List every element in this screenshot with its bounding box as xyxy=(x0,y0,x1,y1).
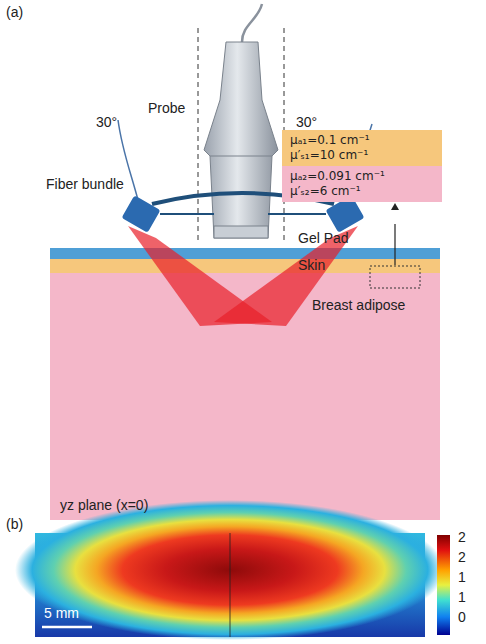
leader-arrow xyxy=(394,224,395,265)
part-label: Fiber bundle xyxy=(46,176,124,192)
colorbar-tick: 1 xyxy=(458,569,466,585)
node-text: Breast adipose xyxy=(312,297,405,313)
guide-line xyxy=(198,28,199,244)
probe xyxy=(204,42,278,238)
colorbar-tick: 0 xyxy=(458,609,466,625)
angle-label: 30° xyxy=(296,114,317,130)
fluence-map xyxy=(15,500,445,640)
scale-label: 5 mm xyxy=(44,605,79,621)
node-text: μₐ₂=0.091 cm⁻¹ xyxy=(290,169,434,184)
arrowhead xyxy=(391,203,399,210)
adipose-properties: μₐ₂=0.091 cm⁻¹μ′ₛ₂=6 cm⁻¹ xyxy=(282,166,442,202)
panel-label: (b) xyxy=(6,516,23,532)
layer-label: Gel Pad xyxy=(298,230,349,246)
node-text: μₐ₁=0.1 cm⁻¹ xyxy=(290,133,434,148)
node-text: μ′ₛ₂=6 cm⁻¹ xyxy=(290,184,434,199)
part-label: Probe xyxy=(148,100,185,116)
fiber-bundle xyxy=(122,195,161,233)
region-marker xyxy=(370,266,420,288)
colorbar-tick: 2 xyxy=(458,549,466,565)
colorbar xyxy=(437,535,450,635)
gel-pad-layer xyxy=(50,248,440,259)
probe-cable xyxy=(242,4,262,42)
node-text: yz plane (x=0) xyxy=(60,497,148,513)
angle-label: 30° xyxy=(96,114,117,130)
panel-label: (a) xyxy=(6,4,23,20)
scale-bar xyxy=(42,626,92,629)
colorbar-tick: 2 xyxy=(458,529,466,545)
colorbar-tick: 1 xyxy=(458,589,466,605)
skin-layer xyxy=(50,259,440,273)
skin-properties: μₐ₁=0.1 cm⁻¹μ′ₛ₁=10 cm⁻¹ xyxy=(282,130,442,166)
layer-label: Skin xyxy=(298,257,325,273)
node-text: μ′ₛ₁=10 cm⁻¹ xyxy=(290,148,434,163)
tissue-region: Breast adipose yz plane (x=0) xyxy=(50,273,440,520)
